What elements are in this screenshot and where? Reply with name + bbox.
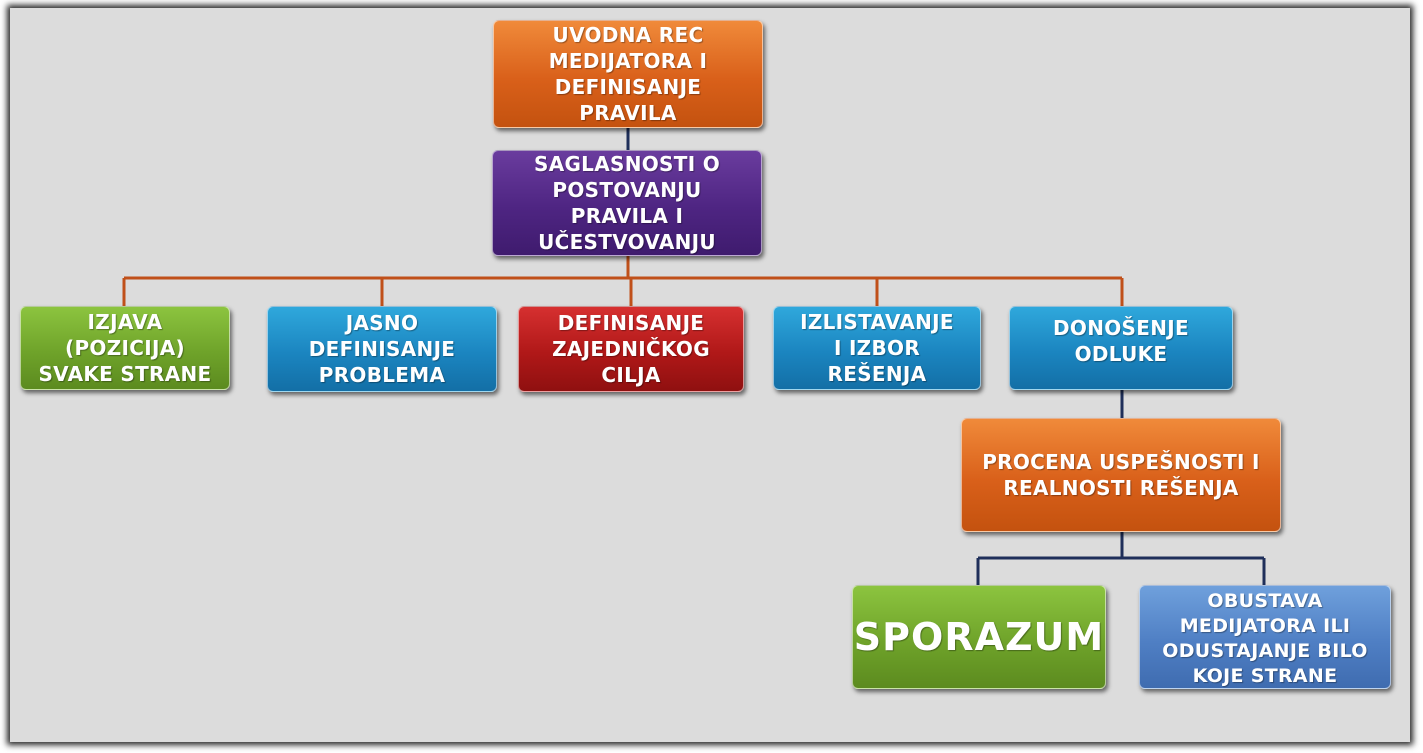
node-define-problem: JASNO DEFINISANJE PROBLEMA <box>267 306 497 392</box>
node-suspension: OBUSTAVA MEDIJATORA ILI ODUSTAJANJE BILO… <box>1139 585 1391 689</box>
node-decision: DONOŠENJE ODLUKE <box>1009 306 1233 390</box>
node-list-solutions: IZLISTAVANJE I IZBOR REŠENJA <box>773 306 981 390</box>
node-intro: UVODNA REC MEDIJATORA I DEFINISANJE PRAV… <box>493 20 763 128</box>
node-agreement: SPORAZUM <box>852 585 1106 689</box>
node-agreement-rules: SAGLASNOSTI O POSTOVANJU PRAVILA I UČEST… <box>492 150 762 256</box>
node-common-goal: DEFINISANJE ZAJEDNIČKOG CILJA <box>518 306 744 392</box>
node-assessment: PROCENA USPEŠNOSTI I REALNOSTI REŠENJA <box>961 418 1281 532</box>
node-statement: IZJAVA (POZICIJA) SVAKE STRANE <box>20 306 230 390</box>
